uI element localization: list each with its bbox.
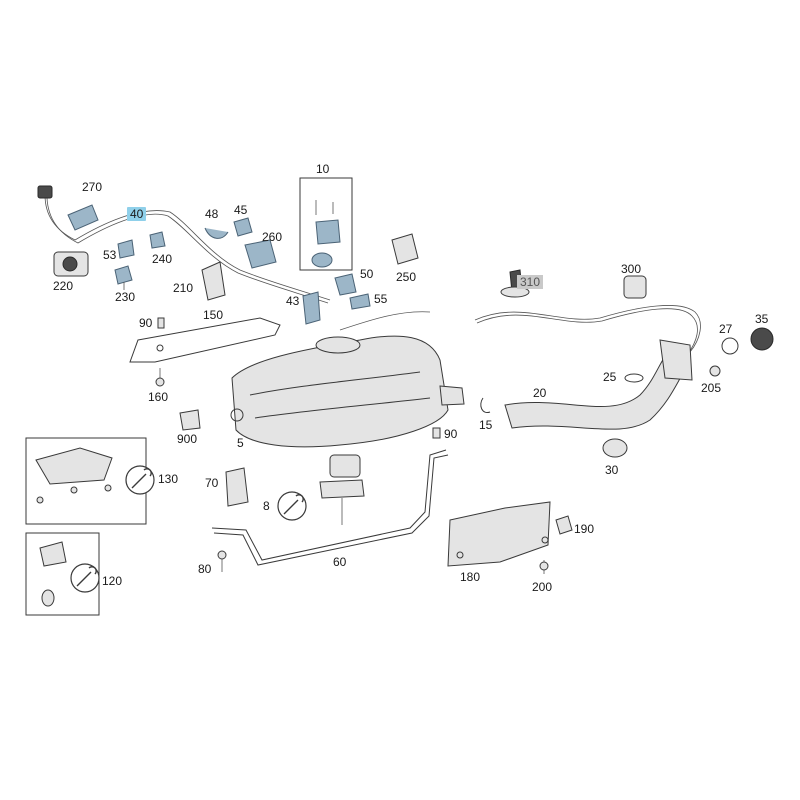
callout-250[interactable]: 250 <box>396 270 417 284</box>
callout-30[interactable]: 30 <box>605 463 619 477</box>
callout-45[interactable]: 45 <box>234 203 248 217</box>
wrench-icon <box>70 563 100 593</box>
callout-43[interactable]: 43 <box>286 294 300 308</box>
callout-25[interactable]: 25 <box>603 370 617 384</box>
callout-160[interactable]: 160 <box>148 390 169 404</box>
clip-48[interactable] <box>204 227 229 239</box>
clip-43[interactable] <box>302 291 321 325</box>
callout-230[interactable]: 230 <box>115 290 136 304</box>
callout-20[interactable]: 20 <box>533 386 547 400</box>
connector-250[interactable] <box>391 233 419 265</box>
pump-8[interactable] <box>319 454 365 525</box>
wrench-icon <box>125 465 155 495</box>
callout-310-selected[interactable]: 310 <box>517 275 544 289</box>
callout-15[interactable]: 15 <box>479 418 493 432</box>
callout-40-selected[interactable]: 40 <box>127 207 147 221</box>
callout-90-bottom[interactable]: 90 <box>444 427 458 441</box>
callout-5[interactable]: 5 <box>237 436 244 450</box>
callout-270[interactable]: 270 <box>82 180 103 194</box>
grommet-30[interactable] <box>602 438 628 458</box>
callout-55[interactable]: 55 <box>374 292 388 306</box>
fuel-pump-unit[interactable] <box>315 311 431 354</box>
callout-190[interactable]: 190 <box>574 522 595 536</box>
callout-60[interactable]: 60 <box>333 555 347 569</box>
callout-35[interactable]: 35 <box>755 312 769 326</box>
bolt-80[interactable] <box>217 550 227 572</box>
pump-module-220[interactable] <box>53 251 89 277</box>
callout-90-top[interactable]: 90 <box>139 316 153 330</box>
callout-200[interactable]: 200 <box>532 580 553 594</box>
callout-260[interactable]: 260 <box>262 230 283 244</box>
clip-260[interactable] <box>244 239 277 269</box>
clip-53[interactable] <box>117 239 135 259</box>
callout-53[interactable]: 53 <box>103 248 117 262</box>
callout-120[interactable]: 120 <box>102 574 123 588</box>
callout-50[interactable]: 50 <box>360 267 374 281</box>
callout-300[interactable]: 300 <box>621 262 642 276</box>
callout-70[interactable]: 70 <box>205 476 219 490</box>
clip-45[interactable] <box>233 217 253 237</box>
bracket-180[interactable] <box>447 501 551 567</box>
bolt-190[interactable] <box>555 515 573 535</box>
clamp-15[interactable] <box>480 397 491 414</box>
callout-130[interactable]: 130 <box>158 472 179 486</box>
callout-205[interactable]: 205 <box>701 381 722 395</box>
filler-neck-20[interactable] <box>504 339 693 430</box>
bracket-70[interactable] <box>225 467 249 507</box>
callout-10[interactable]: 10 <box>316 162 330 176</box>
bolt-200[interactable] <box>539 560 549 574</box>
bolt-160[interactable] <box>155 368 165 387</box>
clip-240[interactable] <box>149 231 166 249</box>
sensor-kit-10[interactable] <box>299 177 353 271</box>
clip-50[interactable] <box>334 273 357 296</box>
o-ring-27[interactable] <box>721 337 739 355</box>
callout-8[interactable]: 8 <box>263 499 270 513</box>
bolt-205[interactable] <box>709 365 721 377</box>
callout-210[interactable]: 210 <box>173 281 194 295</box>
callout-150[interactable]: 150 <box>203 308 224 322</box>
connector-900[interactable] <box>179 409 201 431</box>
damper-300[interactable] <box>623 275 647 299</box>
tank-strap-60[interactable] <box>211 449 449 566</box>
service-kit-130[interactable] <box>25 437 147 525</box>
callout-27[interactable]: 27 <box>719 322 733 336</box>
spacer-90-top[interactable] <box>157 317 165 329</box>
heat-shield-150[interactable] <box>129 317 281 363</box>
clip-230[interactable] <box>114 265 133 290</box>
fuel-tank-5[interactable] <box>230 335 465 448</box>
wrench-icon <box>277 491 307 521</box>
callout-180[interactable]: 180 <box>460 570 481 584</box>
callout-220[interactable]: 220 <box>53 279 74 293</box>
callout-80[interactable]: 80 <box>198 562 212 576</box>
callout-900[interactable]: 900 <box>177 432 198 446</box>
vent-line[interactable] <box>474 305 701 356</box>
spacer-90-bottom[interactable] <box>432 427 441 439</box>
wiring-harness[interactable] <box>37 185 331 304</box>
callout-48[interactable]: 48 <box>205 207 219 221</box>
bracket-210[interactable] <box>201 261 226 301</box>
callout-240[interactable]: 240 <box>152 252 173 266</box>
clip-55[interactable] <box>349 293 371 310</box>
filler-cap-35[interactable] <box>750 327 774 351</box>
clamp-25[interactable] <box>624 373 644 383</box>
